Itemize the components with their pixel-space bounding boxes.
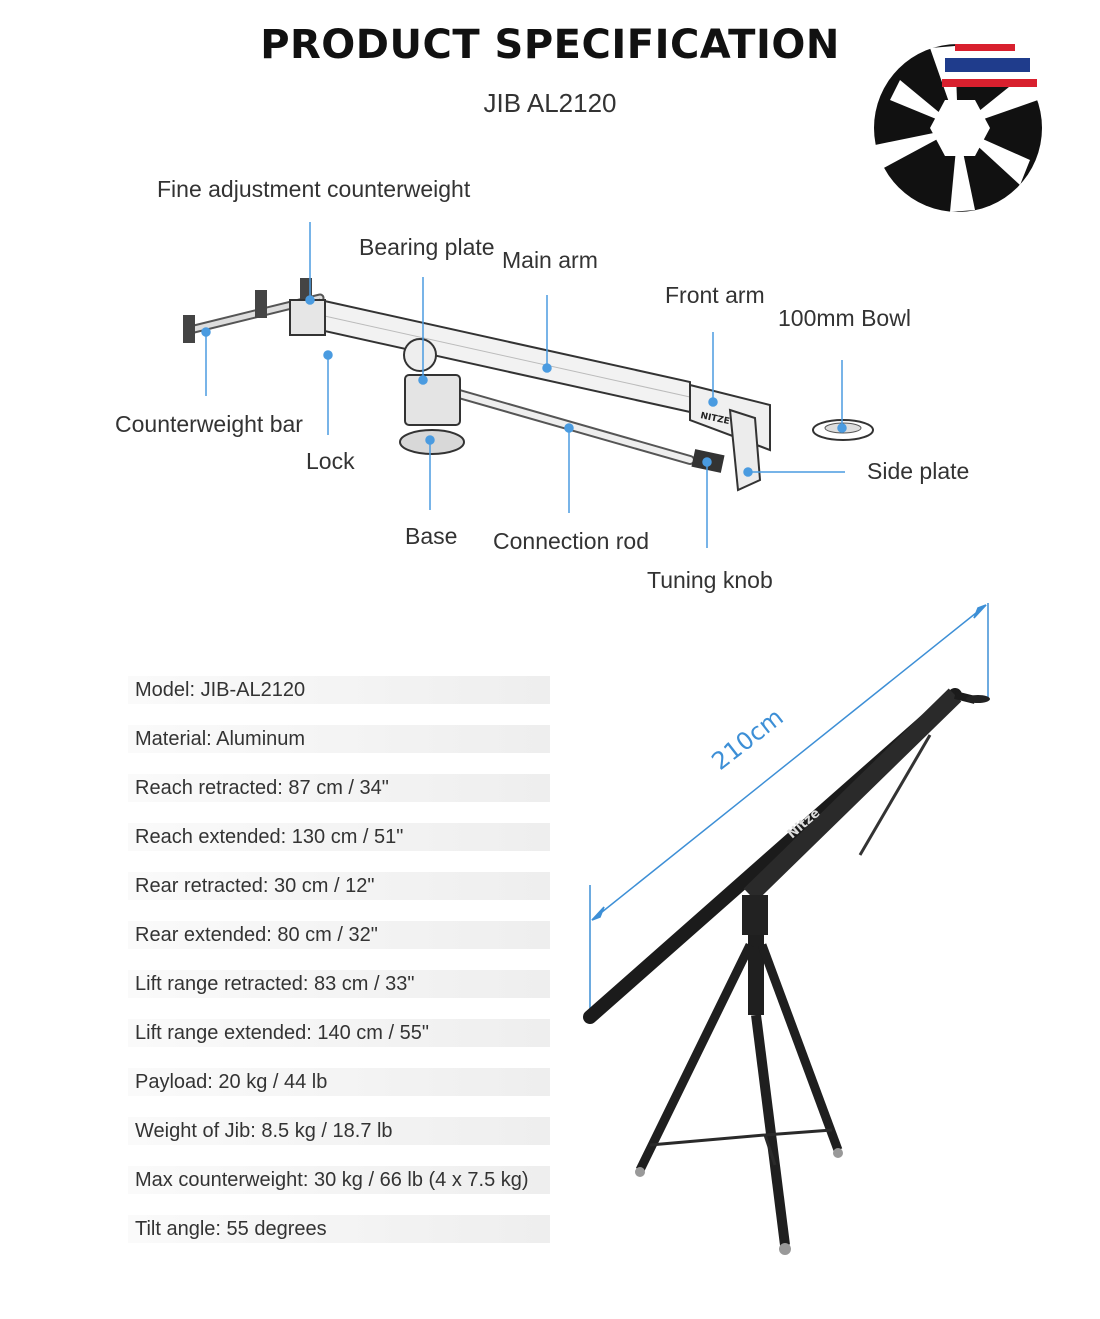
label-main-arm: Main arm <box>502 247 598 273</box>
page-subtitle: JIB AL2120 <box>483 88 617 118</box>
spec-row: Reach retracted: 87 cm / 34" <box>128 774 550 802</box>
label-counterweight-bar: Counterweight bar <box>115 411 303 437</box>
label-100mm-bowl: 100mm Bowl <box>778 305 911 331</box>
spec-row: Lift range extended: 140 cm / 55" <box>128 1019 550 1047</box>
spec-row: Weight of Jib: 8.5 kg / 18.7 lb <box>128 1117 550 1145</box>
jib-diagram: NITZE Fine adjustment counterweight Bear… <box>0 150 1100 610</box>
aperture-logo <box>874 44 1042 212</box>
jib-tripod-photo: 210cm Nitze <box>583 603 990 1255</box>
spec-row: Material: Aluminum <box>128 725 550 753</box>
spec-row: Model: JIB-AL2120 <box>128 676 550 704</box>
label-side-plate: Side plate <box>867 458 970 484</box>
jib-illustration: NITZE <box>183 222 874 548</box>
label-tuning-knob: Tuning knob <box>647 567 773 593</box>
label-base: Base <box>405 523 458 549</box>
spec-list: Model: JIB-AL2120 Material: Aluminum Rea… <box>128 676 550 1264</box>
spec-row: Reach extended: 130 cm / 51" <box>128 823 550 851</box>
page-title: PRODUCT SPECIFICATION <box>260 22 840 68</box>
dimension-label: 210cm <box>706 703 788 776</box>
label-fine-adjustment-counterweight: Fine adjustment counterweight <box>157 176 471 202</box>
spec-row: Tilt angle: 55 degrees <box>128 1215 550 1243</box>
spec-row: Lift range retracted: 83 cm / 33" <box>128 970 550 998</box>
spec-row: Rear retracted: 30 cm / 12" <box>128 872 550 900</box>
label-bearing-plate: Bearing plate <box>359 234 495 260</box>
label-front-arm: Front arm <box>665 282 765 308</box>
spec-row: Rear extended: 80 cm / 32" <box>128 921 550 949</box>
label-connection-rod: Connection rod <box>493 528 649 554</box>
label-lock: Lock <box>306 448 355 474</box>
spec-row: Payload: 20 kg / 44 lb <box>128 1068 550 1096</box>
spec-row: Max counterweight: 30 kg / 66 lb (4 x 7.… <box>128 1166 550 1194</box>
